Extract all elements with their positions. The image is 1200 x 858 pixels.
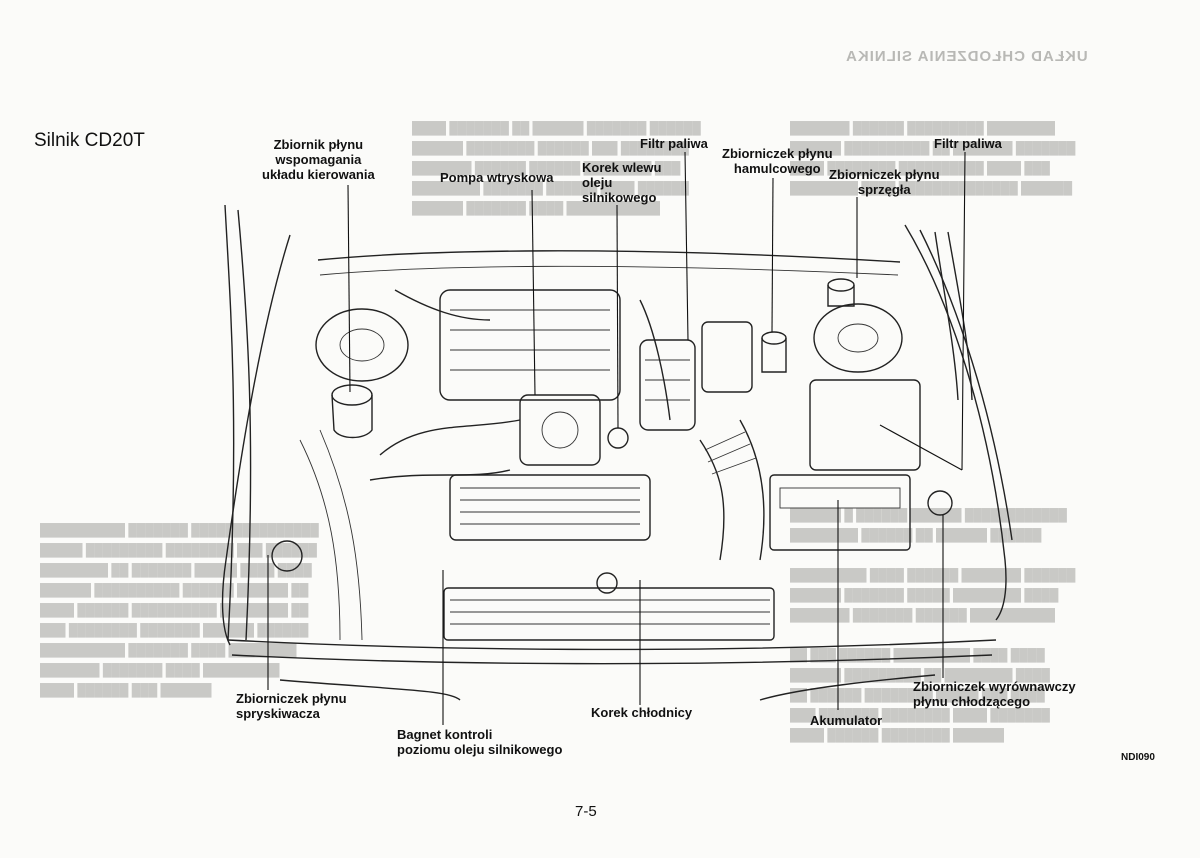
ghost-text-block-3: ██████████ ███████ ███████████████ █████…: [40, 523, 319, 697]
label-coolant-expansion-tank: Zbiorniczek wyrównawczy płynu chłodząceg…: [913, 679, 1076, 709]
label-fuel-filter-left: Filtr paliwa: [640, 136, 708, 151]
label-radiator-cap: Korek chłodnicy: [591, 705, 693, 720]
ghost-text-block-2: ███████ ██████ █████████ ████████ ██████…: [790, 121, 1076, 195]
label-clutch-fluid-reservoir: Zbiorniczek płynu sprzęgła: [829, 167, 940, 197]
engine-title: Silnik CD20T: [34, 130, 145, 151]
label-injection-pump: Pompa wtryskowa: [440, 170, 554, 185]
page-number: 7-5: [575, 803, 597, 820]
label-washer-fluid-reservoir: Zbiorniczek płynu spryskiwacza: [236, 691, 347, 721]
label-power-steering-reservoir: Zbiornik płynu wspomagania układu kierow…: [262, 137, 375, 182]
figure-code: NDI090: [1121, 752, 1155, 763]
ghost-text-block-4: ██████ █ ██████ ██████ ████████████ ████…: [790, 508, 1076, 742]
label-oil-filler-cap: Korek wlewu oleju silnikowego: [582, 160, 662, 205]
ghost-text-block-1: ████ ███████ ██ ██████ ███████ ██████ ██…: [412, 121, 701, 215]
label-fuel-filter-right: Filtr paliwa: [934, 136, 1002, 151]
label-battery: Akumulator: [810, 713, 883, 728]
label-brake-fluid-reservoir: Zbiorniczek płynu hamulcowego: [722, 146, 833, 176]
label-oil-dipstick: Bagnet kontroli poziomu oleju silnikoweg…: [397, 727, 563, 757]
